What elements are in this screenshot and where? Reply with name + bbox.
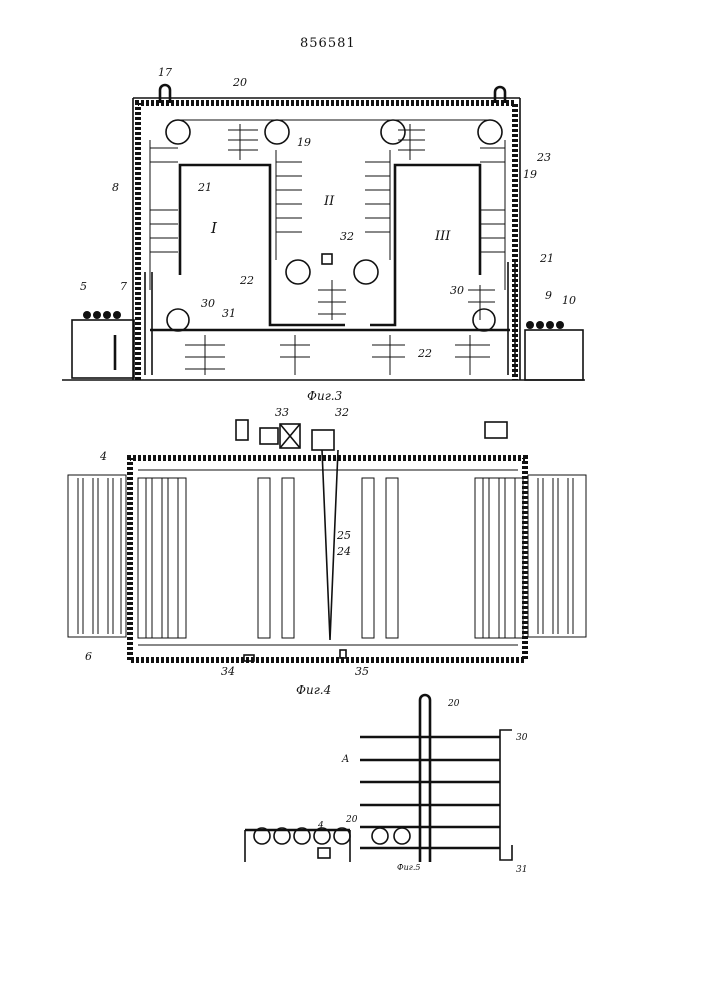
- label-22-lower: 22: [417, 347, 432, 360]
- roller: [372, 828, 388, 844]
- label-31-fig5: 31: [516, 865, 527, 875]
- roman-ii: II: [323, 194, 335, 209]
- coupling: [260, 428, 278, 444]
- label-9: 9: [545, 289, 552, 302]
- duct-32: [312, 430, 334, 450]
- label-A: A: [341, 754, 349, 765]
- air-duct: [322, 450, 338, 640]
- drive-motor: [318, 848, 330, 858]
- roman-iii: III: [434, 229, 451, 244]
- inside-right-racks: [475, 478, 523, 638]
- label-32: 32: [340, 230, 354, 243]
- patent-number: 856581: [300, 36, 356, 51]
- loading-platform-right: [525, 330, 583, 380]
- label-30: 30: [201, 297, 215, 310]
- motor-right: [485, 422, 507, 438]
- label-19-right: 19: [523, 168, 537, 181]
- label-20-lower: 20: [345, 815, 358, 825]
- right-carts: [528, 475, 586, 637]
- label-17: 17: [158, 66, 172, 79]
- label-25: 25: [336, 529, 351, 542]
- figure-3: 17 20 19 23 19 8 21 I II III 32 22 21 30…: [62, 66, 585, 403]
- label-21-right: 21: [539, 252, 554, 265]
- motor: [236, 420, 248, 440]
- middle-racks: [258, 478, 398, 638]
- figure-4: 33 32 4 25 24 6 34 35 Фиг.4: [68, 406, 586, 697]
- label-34: 34: [221, 665, 235, 678]
- label-21: 21: [197, 181, 212, 194]
- fan-box: [322, 254, 332, 264]
- label-30-right: 30: [450, 284, 464, 297]
- label-4: 4: [99, 450, 107, 463]
- left-carts: [68, 475, 126, 637]
- label-10: 10: [562, 294, 576, 307]
- label-30-fig5: 30: [516, 733, 528, 743]
- label-24: 24: [336, 545, 351, 558]
- figure-5: 20 30 A 4 20 31 Фиг.5: [245, 695, 528, 875]
- roller: [265, 120, 289, 144]
- roller: [394, 828, 410, 844]
- roller: [478, 120, 502, 144]
- chamber-wall: [138, 103, 515, 380]
- label-5: 5: [80, 280, 87, 293]
- roller: [166, 120, 190, 144]
- label-7: 7: [120, 280, 127, 293]
- pipe-30: [500, 730, 512, 737]
- label-35: 35: [355, 665, 369, 678]
- shaft-20: [420, 695, 430, 862]
- label-20-fig5: 20: [447, 699, 460, 709]
- pipe-31: [500, 737, 512, 860]
- caption-fig4: Фиг.4: [296, 683, 331, 697]
- roller: [286, 260, 310, 284]
- inside-left-racks: [138, 478, 186, 638]
- label-20: 20: [232, 76, 247, 89]
- label-33: 33: [275, 406, 289, 419]
- chamber-plan-wall: [130, 458, 525, 660]
- compartment-iii-frame: [370, 165, 480, 325]
- caption-fig3: Фиг.3: [307, 389, 343, 403]
- roller: [473, 309, 495, 331]
- roman-i: I: [210, 219, 218, 237]
- loading-platform-left: [72, 320, 134, 378]
- roller: [354, 260, 378, 284]
- label-23: 23: [536, 151, 551, 164]
- label-8: 8: [112, 181, 119, 194]
- roller: [167, 309, 189, 331]
- sensor-35: [340, 650, 346, 658]
- label-32-plan: 32: [335, 406, 349, 419]
- caption-fig5: Фиг.5: [397, 863, 420, 872]
- label-22: 22: [239, 274, 254, 287]
- label-19: 19: [297, 136, 311, 149]
- label-4-fig5: 4: [317, 821, 324, 831]
- label-6: 6: [85, 650, 92, 663]
- label-31: 31: [222, 307, 236, 320]
